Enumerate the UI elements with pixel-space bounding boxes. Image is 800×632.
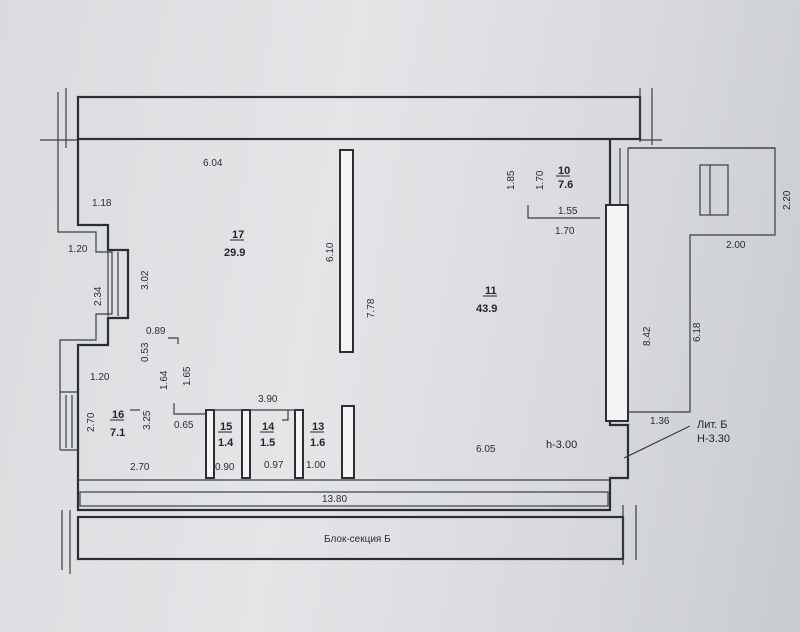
room-16: 16 7.1	[110, 409, 125, 439]
room-17-area: 29.9	[224, 247, 245, 259]
dim-1-70-horizontal: 1.70	[555, 226, 575, 237]
dim-6-18: 6.18	[692, 322, 703, 342]
dim-6-04: 6.04	[203, 158, 223, 169]
room-15-area: 1.4	[218, 437, 234, 449]
dim-2-34: 2.34	[93, 286, 104, 306]
room-13-id: 13	[312, 421, 324, 433]
room-17: 17 29.9	[224, 229, 245, 259]
room-17-id: 17	[232, 229, 244, 241]
room-16-id: 16	[112, 409, 124, 421]
dim-7-78: 7.78	[366, 298, 377, 318]
annex-outline	[628, 147, 776, 413]
dim-1-18: 1.18	[92, 198, 112, 209]
dim-1-64: 1.64	[159, 370, 170, 390]
dim-6-10: 6.10	[325, 242, 336, 262]
dim-1-85: 1.85	[506, 170, 517, 190]
dim-3-90: 3.90	[258, 394, 278, 405]
dim-2-70-horizontal: 2.70	[130, 462, 150, 473]
room-13-area: 1.6	[310, 437, 325, 449]
dim-1-65: 1.65	[182, 366, 193, 386]
top-wall-hatched	[76, 95, 642, 141]
room-15: 15 1.4	[218, 421, 234, 449]
section-label: Блок-секция Б	[324, 534, 391, 545]
outer-wall	[76, 140, 630, 512]
dim-0-89: 0.89	[146, 326, 166, 337]
right-wall-segment	[605, 204, 629, 422]
dim-13-80: 13.80	[322, 494, 347, 505]
room-11: 11 43.9	[476, 285, 497, 315]
dim-1-00: 1.00	[306, 460, 326, 471]
room-14-area: 1.5	[260, 437, 275, 449]
dim-0-53: 0.53	[140, 342, 151, 362]
room-15-id: 15	[220, 421, 232, 433]
dim-0-97: 0.97	[264, 460, 284, 471]
lit-label: Лит. Б	[697, 419, 728, 431]
dim-2-00: 2.00	[726, 240, 746, 251]
partition-17-11	[339, 149, 354, 353]
dim-3-02: 3.02	[140, 270, 151, 290]
lit-height-label: Н-3.30	[697, 433, 730, 445]
ceiling-height-label: h-3.00	[546, 439, 577, 451]
room-14: 14 1.5	[260, 421, 275, 449]
dim-1-20-bottom: 1.20	[90, 372, 110, 383]
dim-1-36: 1.36	[650, 416, 670, 427]
dim-1-70-vertical: 1.70	[535, 170, 546, 190]
bottom-inner-wall	[79, 491, 609, 507]
room-14-id: 14	[262, 421, 275, 433]
dim-8-42: 8.42	[642, 326, 653, 346]
dim-0-65: 0.65	[174, 420, 194, 431]
dim-0-90: 0.90	[215, 462, 235, 473]
room-11-area: 43.9	[476, 303, 497, 315]
room-16-area: 7.1	[110, 427, 125, 439]
dim-6-05: 6.05	[476, 444, 496, 455]
dim-2-20: 2.20	[782, 190, 793, 210]
room-11-id: 11	[485, 285, 497, 297]
dim-1-20-top: 1.20	[68, 244, 88, 255]
room-13: 13 1.6	[310, 421, 325, 449]
room-10-id: 10	[558, 165, 570, 177]
dim-3-25: 3.25	[142, 410, 153, 430]
dim-2-70-vertical: 2.70	[86, 412, 97, 432]
dim-1-55: 1.55	[558, 206, 578, 217]
room-10: 10 7.6	[556, 165, 573, 191]
room-10-area: 7.6	[558, 179, 573, 191]
